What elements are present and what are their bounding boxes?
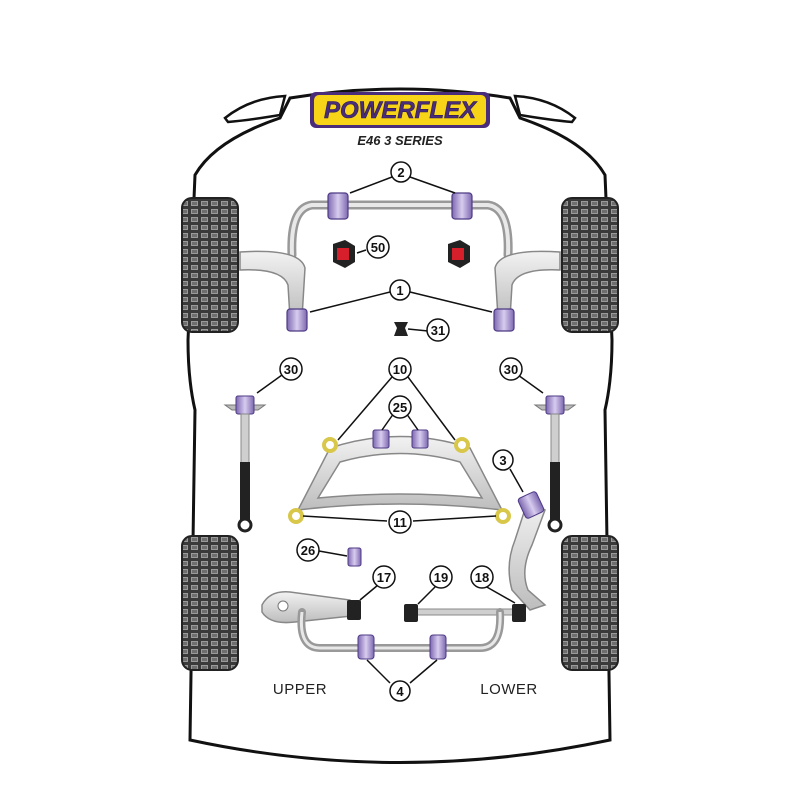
bushing-2-right xyxy=(451,192,473,220)
callout-3: 3 xyxy=(499,453,506,468)
label-lower: LOWER xyxy=(480,681,538,698)
bushing-1-left xyxy=(286,308,308,332)
bushing-50-left xyxy=(333,240,355,268)
front-right-tyre xyxy=(561,197,619,333)
callout-circles xyxy=(279,161,523,702)
front-anti-roll-bar xyxy=(287,200,513,260)
front-left-tyre xyxy=(181,197,239,333)
callout-26: 26 xyxy=(301,543,315,558)
callout-1: 1 xyxy=(396,283,403,298)
rear-upper-control-arm xyxy=(261,591,353,624)
leader-lines xyxy=(256,176,544,684)
bushing-2-left xyxy=(327,192,349,220)
callout-30-left: 30 xyxy=(284,362,298,377)
callout-50: 50 xyxy=(371,240,385,255)
callout-31: 31 xyxy=(431,323,445,338)
bushing-31 xyxy=(394,322,408,336)
rear-right-shock xyxy=(533,395,577,533)
bushing-10-right xyxy=(454,437,470,453)
bushing-3 xyxy=(517,491,545,519)
callout-17: 17 xyxy=(377,570,391,585)
callout-25: 25 xyxy=(393,400,407,415)
bushing-10-left xyxy=(322,437,338,453)
front-right-wishbone xyxy=(494,250,561,319)
bushing-17 xyxy=(347,600,361,620)
bushing-50-right xyxy=(448,240,470,268)
car-body-outline xyxy=(186,87,614,764)
powerflex-logo: POWERFLEX xyxy=(310,92,490,128)
logo-text: POWERFLEX xyxy=(324,97,478,124)
model-name: E46 3 SERIES xyxy=(357,133,443,148)
rear-right-tyre xyxy=(561,535,619,671)
label-upper: UPPER xyxy=(273,681,327,698)
right-headlight xyxy=(513,94,577,124)
left-headlight xyxy=(223,94,287,124)
bushing-18 xyxy=(512,604,526,622)
bushing-25-right xyxy=(411,429,429,449)
callout-18: 18 xyxy=(475,570,489,585)
callout-2: 2 xyxy=(397,165,404,180)
bushing-11-left xyxy=(288,508,304,524)
callout-19: 19 xyxy=(434,570,448,585)
callout-30-right: 30 xyxy=(504,362,518,377)
callout-10: 10 xyxy=(393,362,407,377)
bushing-4-right xyxy=(429,634,447,660)
front-left-wishbone xyxy=(239,250,306,319)
bushing-26 xyxy=(347,547,362,567)
bushing-11-right xyxy=(495,508,511,524)
bushing-25-left xyxy=(372,429,390,449)
callout-11: 11 xyxy=(393,515,407,530)
rear-left-tyre xyxy=(181,535,239,671)
bushing-1-right xyxy=(493,308,515,332)
rear-left-shock xyxy=(223,395,267,533)
bushing-4-left xyxy=(357,634,375,660)
rear-trailing-arm xyxy=(508,498,547,611)
callout-4: 4 xyxy=(396,684,404,699)
bushing-19 xyxy=(404,604,418,622)
